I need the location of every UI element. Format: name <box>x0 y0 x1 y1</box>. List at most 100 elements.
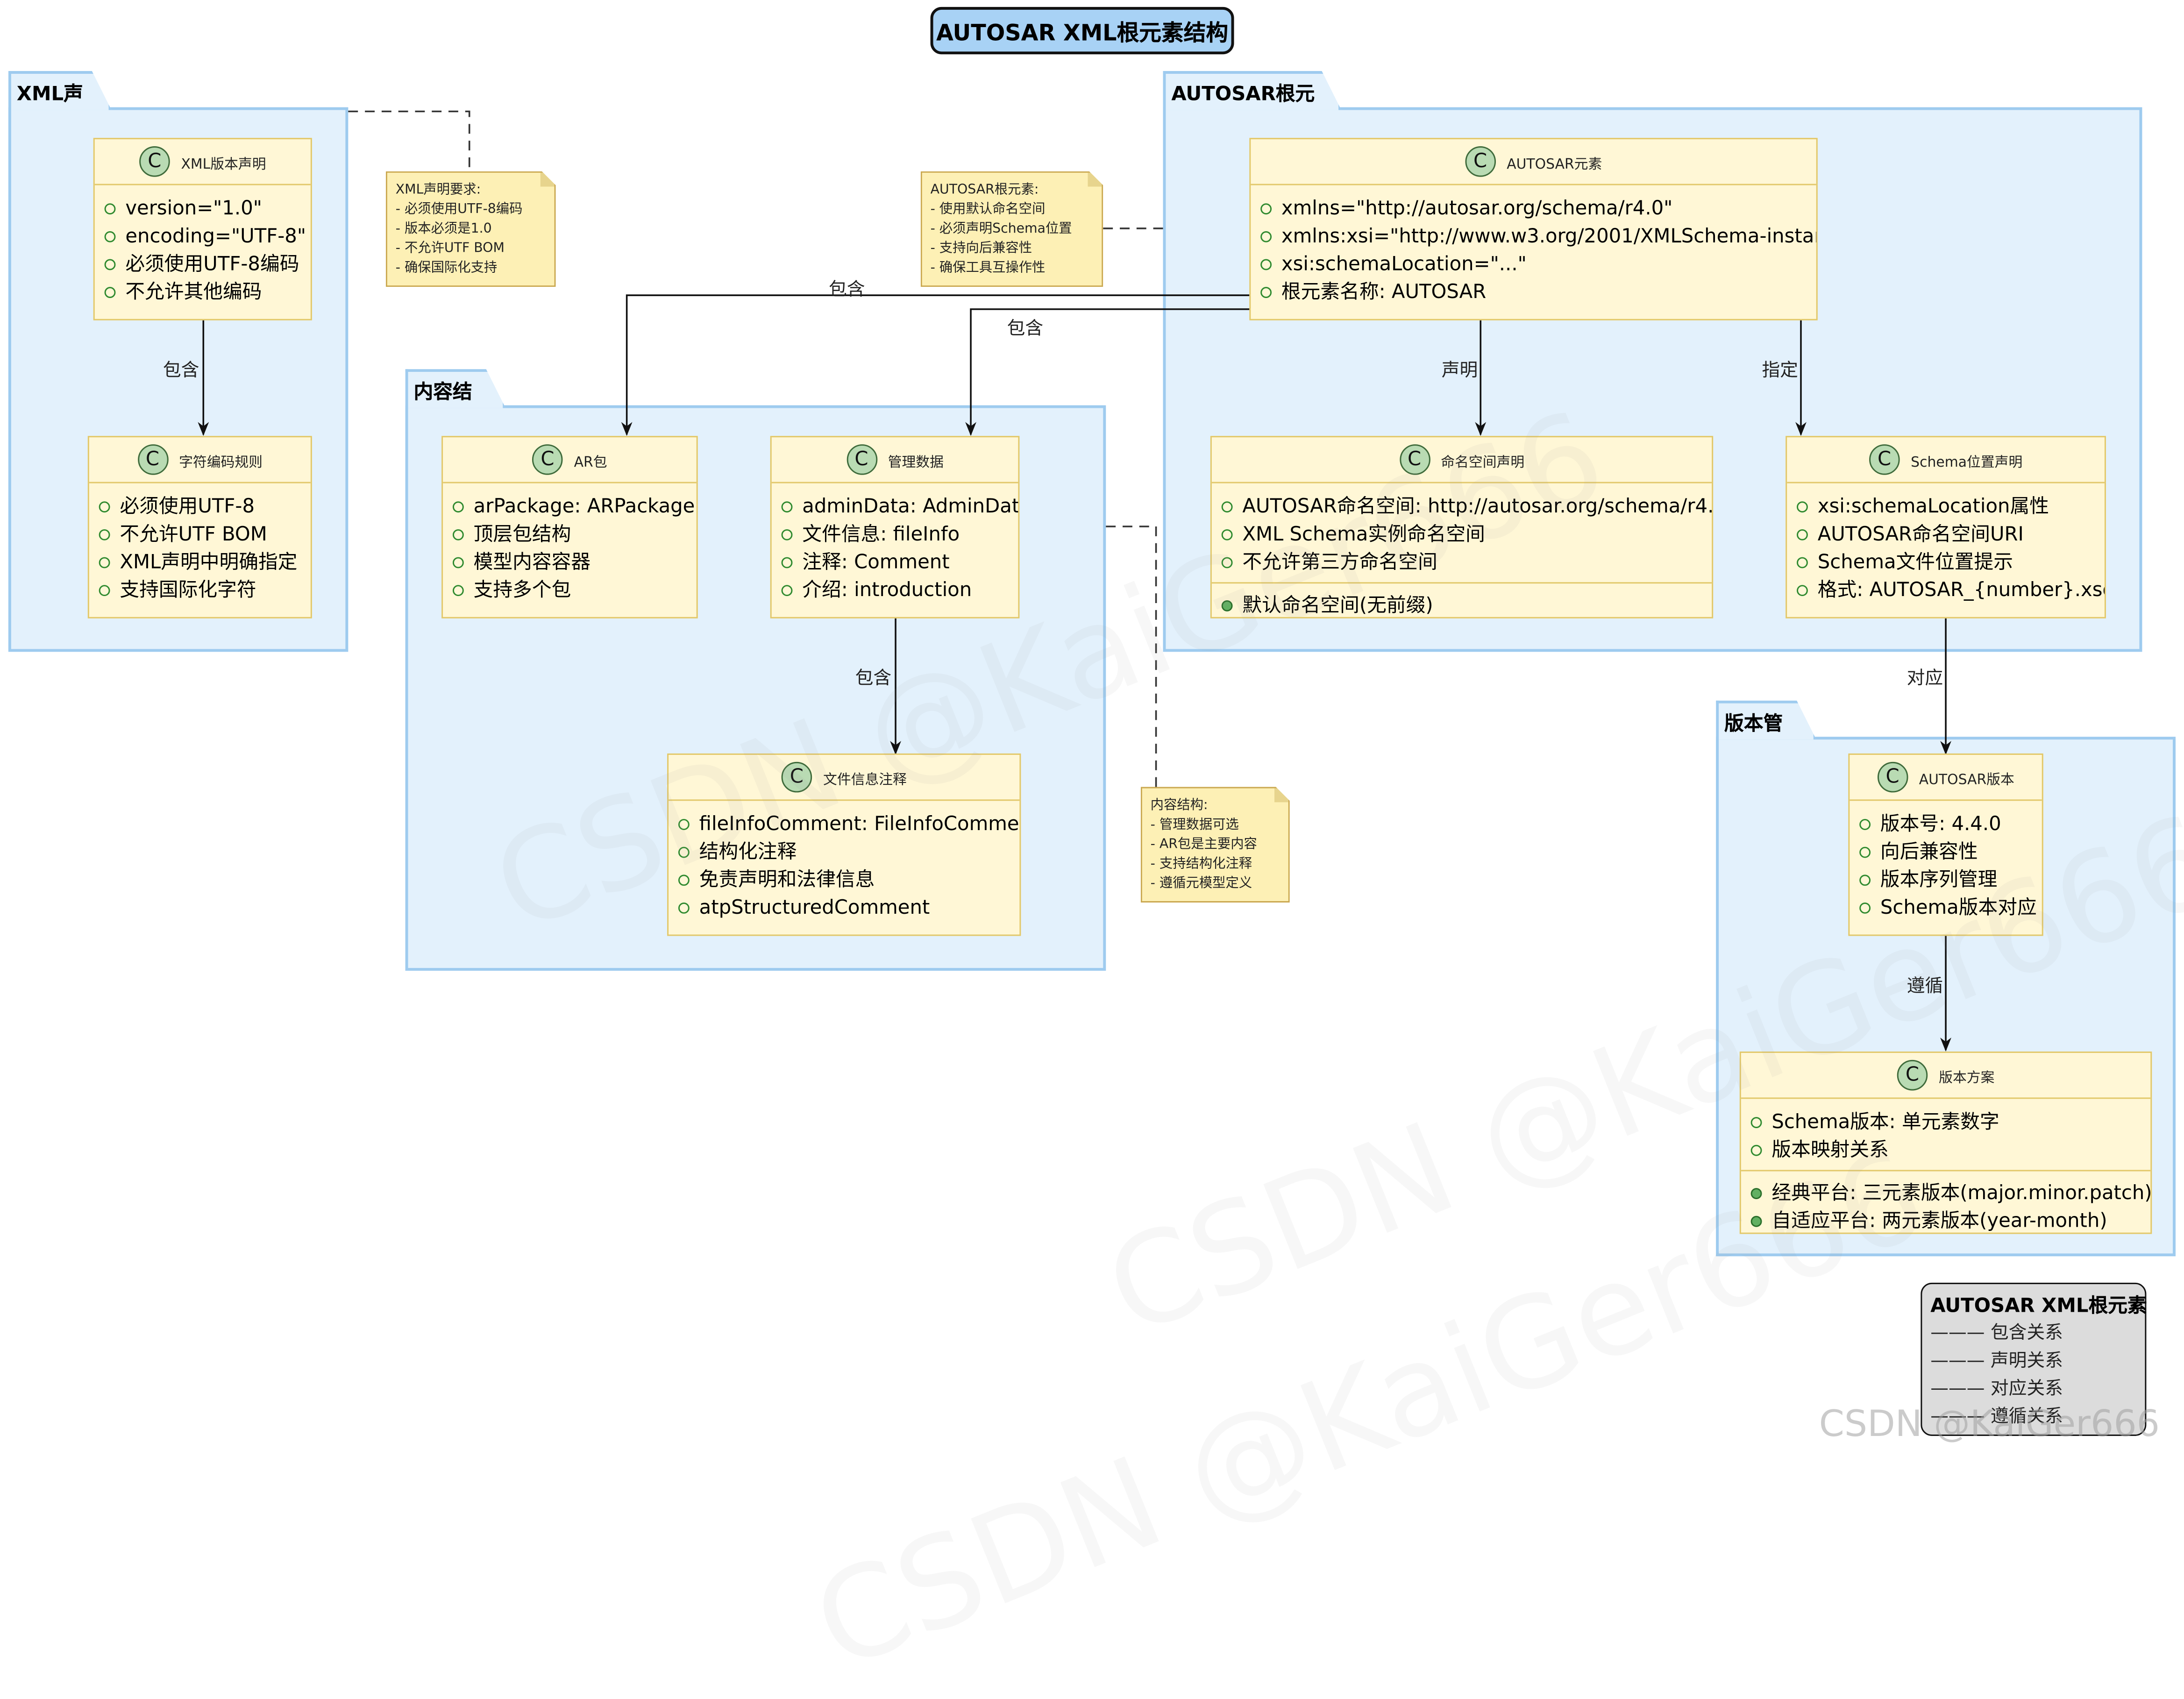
legend-item: ——— 对应关系 <box>1930 1379 2063 1400</box>
class-attribute: encoding="UTF-8" <box>125 225 306 248</box>
class-c-icon: C <box>532 444 563 475</box>
class-attribute: 不允许其他编码 <box>125 281 262 304</box>
class-attribute: 顶层包结构 <box>473 524 571 546</box>
edge-label-root-to-arpackage: 包含 <box>828 280 865 301</box>
class-attribute: Schema版本: 单元素数字 <box>1771 1111 1999 1134</box>
field-circle-icon <box>1859 819 1871 830</box>
class-attribute: 版本映射关系 <box>1771 1139 1889 1162</box>
note-line: 内容结构: <box>1150 798 1208 814</box>
class-c-icon: C <box>1877 761 1908 793</box>
class-attribute: 必须使用UTF-8 <box>120 496 255 519</box>
note-line: - 支持向后兼容性 <box>930 241 1032 256</box>
class-name: AUTOSAR版本 <box>1919 772 2014 788</box>
field-circle-icon <box>781 585 793 597</box>
note-line: - 确保工具互操作性 <box>930 260 1046 276</box>
edge-label-admin-to-fileinfo: 包含 <box>855 668 892 690</box>
field-circle-icon <box>104 231 116 242</box>
class-c-icon: C <box>1869 444 1900 475</box>
class-attribute: Schema文件位置提示 <box>1817 551 2013 574</box>
class-method: 自适应平台: 两元素版本(year-month) <box>1771 1210 2107 1233</box>
field-circle-icon <box>678 874 690 886</box>
legend-box: AUTOSAR XML根元素 ——— 包含关系 ——— 声明关系 ——— 对应关… <box>1921 1282 2147 1436</box>
class-attribute: 支持国际化字符 <box>120 579 256 602</box>
class-name: 版本方案 <box>1939 1070 1995 1086</box>
field-circle-icon <box>99 585 110 597</box>
class-name: XML版本声明 <box>181 156 266 172</box>
class-name: 文件信息注释 <box>823 772 907 788</box>
edge-label-corresponds: 对应 <box>1907 668 1943 690</box>
legend-item: ——— 声明关系 <box>1930 1351 2063 1372</box>
class-attribute: xsi:schemaLocation="..." <box>1281 253 1527 276</box>
edge-label-xml-contains: 包含 <box>163 361 199 382</box>
note-link-xml <box>348 110 470 173</box>
field-circle-icon <box>1260 203 1272 215</box>
class-name: Schema位置声明 <box>1911 455 2023 470</box>
field-circle-icon <box>104 203 116 215</box>
field-circle-icon <box>1260 259 1272 270</box>
note-link-content <box>1106 526 1157 787</box>
field-circle-icon <box>1859 874 1871 886</box>
field-circle-icon <box>1260 287 1272 299</box>
class-method: 默认命名空间(无前缀) <box>1242 595 1433 617</box>
class-attribute: XML声明中明确指定 <box>120 551 298 574</box>
field-circle-icon <box>781 529 793 540</box>
class-name: AR包 <box>574 455 607 470</box>
class-c-icon: C <box>1897 1059 1928 1091</box>
field-circle-icon <box>1221 557 1233 569</box>
edge-label-declares: 声明 <box>1441 361 1478 382</box>
field-circle-icon <box>1750 1145 1762 1156</box>
class-attribute: 结构化注释 <box>699 841 797 864</box>
note-line: - 确保国际化支持 <box>395 260 498 276</box>
class-attribute: 不允许UTF BOM <box>120 524 267 546</box>
field-circle-icon <box>678 819 690 830</box>
field-circle-icon <box>1859 846 1871 858</box>
field-circle-icon <box>781 501 793 513</box>
field-circle-icon <box>452 557 464 569</box>
class-attribute: 版本号: 4.4.0 <box>1880 813 2001 836</box>
class-c-icon: C <box>781 761 812 793</box>
class-c-icon: C <box>846 444 877 475</box>
note-line: - 遵循元模型定义 <box>1150 876 1252 892</box>
class-attribute: Schema版本对应 <box>1880 897 2037 919</box>
method-circle-icon <box>1221 600 1233 611</box>
note-line: - 不允许UTF BOM <box>395 241 505 256</box>
field-circle-icon <box>1260 231 1272 242</box>
class-attribute: 文件信息: fileInfo <box>802 524 960 546</box>
edge-label-root-to-admindata: 包含 <box>1007 319 1044 340</box>
class-name: AUTOSAR元素 <box>1507 156 1602 172</box>
method-circle-icon <box>1750 1188 1762 1200</box>
note-line: - 必须使用UTF-8编码 <box>395 202 523 218</box>
class-method: 经典平台: 三元素版本(major.minor.patch) <box>1771 1182 2152 1205</box>
class-attribute: version="1.0" <box>125 198 262 220</box>
field-circle-icon <box>104 287 116 299</box>
note-line: - 必须声明Schema位置 <box>930 221 1072 237</box>
class-c-icon: C <box>1399 444 1430 475</box>
class-attribute: xsi:schemaLocation属性 <box>1817 496 2049 519</box>
note-content-structure: 内容结构: - 管理数据可选 - AR包是主要内容 - 支持结构化注释 - 遵循… <box>1141 787 1290 903</box>
class-attribute: 注释: Comment <box>802 551 950 574</box>
note-line: - 版本必须是1.0 <box>395 221 492 237</box>
field-circle-icon <box>99 529 110 540</box>
class-name: 字符编码规则 <box>179 455 263 470</box>
field-circle-icon <box>1797 585 1808 597</box>
class-attribute: 介绍: introduction <box>802 579 972 602</box>
field-circle-icon <box>452 529 464 540</box>
field-circle-icon <box>1797 529 1808 540</box>
class-attribute: 格式: AUTOSAR_{number}.xsd <box>1817 579 2106 602</box>
class-name: 管理数据 <box>888 455 944 470</box>
package-tab-version-management: 版本管理 <box>1716 701 1816 739</box>
class-attribute: 根元素名称: AUTOSAR <box>1281 281 1487 304</box>
connector-layer <box>198 110 1951 1052</box>
field-circle-icon <box>99 501 110 513</box>
field-circle-icon <box>678 846 690 858</box>
note-xml-declaration: XML声明要求: - 必须使用UTF-8编码 - 版本必须是1.0 - 不允许U… <box>386 171 556 287</box>
note-line: - 支持结构化注释 <box>1150 856 1252 872</box>
note-autosar-root: AUTOSAR根元素: - 使用默认命名空间 - 必须声明Schema位置 - … <box>921 171 1103 287</box>
class-attribute: 免责声明和法律信息 <box>699 869 875 892</box>
